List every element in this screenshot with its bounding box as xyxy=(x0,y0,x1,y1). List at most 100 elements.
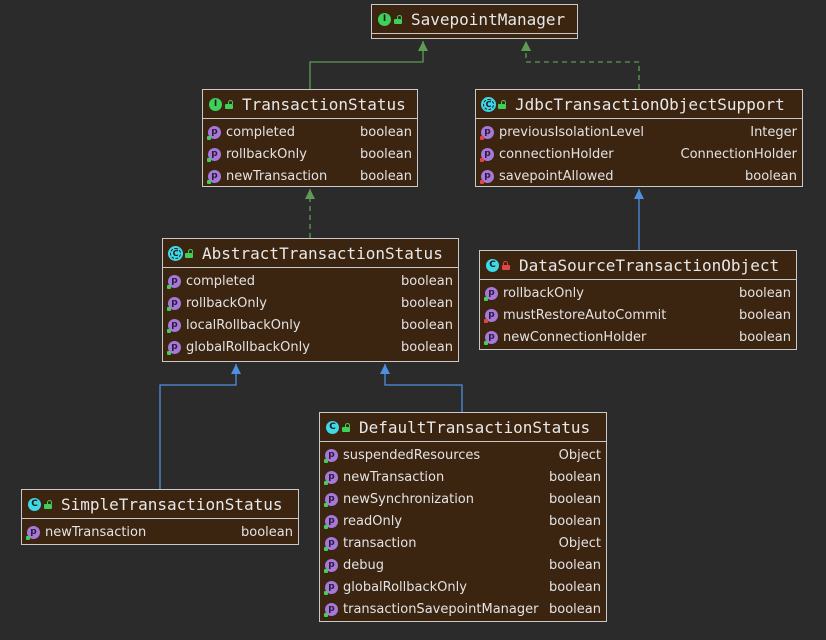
property-icon: p xyxy=(484,330,498,345)
unlocked-icon xyxy=(498,99,507,109)
edge-default-status-to-abstract-status xyxy=(384,364,463,412)
field-type: boolean xyxy=(360,146,412,162)
property-icon: p xyxy=(324,558,338,573)
unlocked-icon xyxy=(225,99,234,109)
field-name: newTransaction xyxy=(45,524,147,540)
field-type: Object xyxy=(558,535,601,551)
field-list: p rollbackOnly boolean p mustRestoreAutoComm… xyxy=(480,280,796,350)
edge-arrowhead xyxy=(305,189,315,199)
field-type: boolean xyxy=(549,601,601,617)
field-name: rollbackOnly xyxy=(503,285,584,301)
field-row[interactable]: p newTransaction boolean xyxy=(320,466,606,488)
field-type: boolean xyxy=(549,513,601,529)
abstract-kind-icon: C xyxy=(482,97,495,111)
interface-kind-icon: I xyxy=(378,12,391,26)
field-name: debug xyxy=(343,557,384,573)
field-type: boolean xyxy=(549,491,601,507)
field-row[interactable]: p newSynchronization boolean xyxy=(320,488,606,510)
property-icon: p xyxy=(207,169,221,184)
class-kind-icon: C xyxy=(28,497,41,511)
field-type: boolean xyxy=(549,469,601,485)
field-type: boolean xyxy=(401,317,453,333)
node-title: SavepointManager xyxy=(411,9,566,29)
node-title: JdbcTransactionObjectSupport xyxy=(515,94,785,114)
property-icon: p xyxy=(324,514,338,529)
unlocked-icon xyxy=(394,14,403,24)
locked-icon xyxy=(502,260,511,270)
property-icon: p xyxy=(167,340,181,355)
property-icon: p xyxy=(324,492,338,507)
node-title: DataSourceTransactionObject xyxy=(519,255,780,275)
unlocked-icon xyxy=(342,422,351,432)
field-type: boolean xyxy=(739,307,791,323)
node-header: I SavepointManager xyxy=(372,5,577,34)
property-icon: p xyxy=(324,580,338,595)
field-row[interactable]: p readOnly boolean xyxy=(320,510,606,532)
edge-simple-status-to-abstract-status xyxy=(159,364,237,489)
field-name: newConnectionHolder xyxy=(503,329,647,345)
field-type: Integer xyxy=(750,124,797,140)
field-type: boolean xyxy=(241,524,293,540)
field-name: newTransaction xyxy=(343,469,445,485)
field-type: boolean xyxy=(745,168,797,184)
field-type: boolean xyxy=(401,295,453,311)
field-type: Object xyxy=(558,447,601,463)
property-icon: p xyxy=(480,125,494,140)
edge-arrowhead xyxy=(521,41,531,51)
property-icon: p xyxy=(167,318,181,333)
property-icon: p xyxy=(167,274,181,289)
field-type: boolean xyxy=(401,273,453,289)
field-type: boolean xyxy=(549,579,601,595)
property-icon: p xyxy=(480,169,494,184)
node-savepoint-manager[interactable]: I SavepointManager xyxy=(371,4,578,39)
property-icon: p xyxy=(484,286,498,301)
property-icon: p xyxy=(167,296,181,311)
property-icon: p xyxy=(207,147,221,162)
field-name: rollbackOnly xyxy=(186,295,267,311)
field-name: completed xyxy=(226,124,295,140)
property-icon: p xyxy=(324,536,338,551)
field-name: localRollbackOnly xyxy=(186,317,301,333)
property-icon: p xyxy=(480,147,494,162)
property-icon: p xyxy=(324,470,338,485)
node-title: DefaultTransactionStatus xyxy=(359,417,591,437)
property-icon: p xyxy=(484,308,498,323)
field-name: suspendedResources xyxy=(343,447,481,463)
field-row[interactable]: p rollbackOnly boolean xyxy=(163,292,458,314)
field-type: ConnectionHolder xyxy=(680,146,798,162)
field-name: readOnly xyxy=(343,513,403,529)
field-name: newSynchronization xyxy=(343,491,474,507)
field-name: mustRestoreAutoCommit xyxy=(503,307,667,323)
property-icon: p xyxy=(207,125,221,140)
field-row[interactable]: p mustRestoreAutoCommit boolean xyxy=(480,304,796,326)
edge-arrowhead xyxy=(380,364,390,374)
field-row[interactable]: p localRollbackOnly boolean xyxy=(163,314,458,336)
